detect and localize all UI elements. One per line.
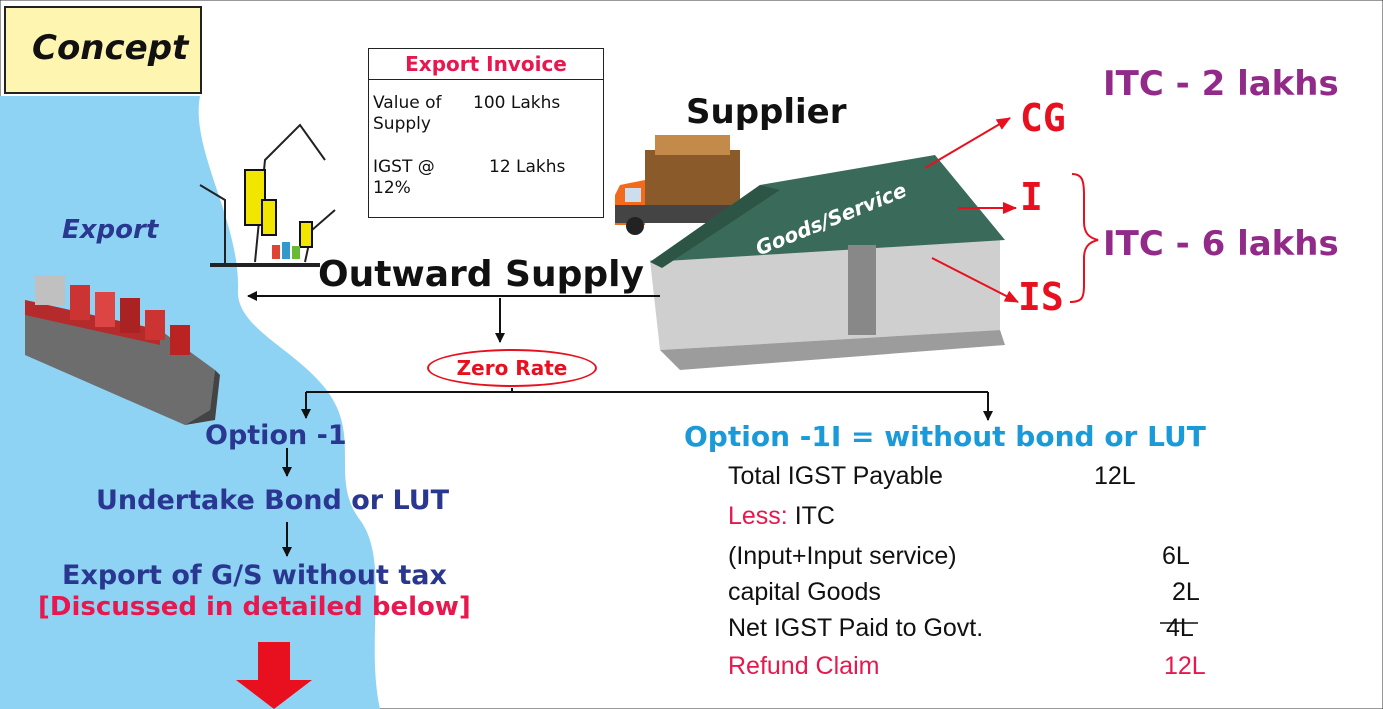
option2-row-value: 12L bbox=[1164, 652, 1206, 680]
export-label: Export bbox=[62, 215, 159, 245]
warehouse-icon bbox=[650, 155, 1005, 370]
i-is-brace bbox=[1069, 173, 1099, 303]
is-label: IS bbox=[1018, 275, 1064, 319]
itc-label: ITC bbox=[794, 502, 835, 530]
less-label: Less: bbox=[728, 502, 788, 530]
option2-row-label: Net IGST Paid to Govt. bbox=[728, 614, 984, 642]
option2-row-label: Refund Claim bbox=[728, 652, 880, 680]
cg-label: CG bbox=[1020, 96, 1066, 140]
option2-row-value: 4L bbox=[1166, 614, 1194, 642]
option2-row-value: 12L bbox=[1094, 462, 1136, 490]
option1-step2: Export of G/S without tax bbox=[62, 560, 447, 591]
i-label: I bbox=[1020, 175, 1043, 219]
itc-cg-label: ITC - 2 lakhs bbox=[1103, 64, 1339, 104]
cargo-ship-icon bbox=[25, 275, 220, 425]
is-arrow bbox=[931, 257, 1019, 303]
invoice-title: Export Invoice bbox=[369, 49, 603, 80]
invoice-row-value: 100 Lakhs bbox=[473, 93, 561, 113]
option2-row-value: 6L bbox=[1162, 542, 1190, 570]
option1-step1: Undertake Bond or LUT bbox=[96, 485, 450, 516]
option2-row-label: capital Goods bbox=[728, 578, 881, 606]
outward-supply-label: Outward Supply bbox=[318, 254, 644, 295]
concept-label: Concept bbox=[4, 6, 202, 94]
invoice-row-label: IGST @ 12% bbox=[373, 157, 435, 198]
option2-row-label: Total IGST Payable bbox=[728, 462, 943, 490]
option1-title: Option -1 bbox=[205, 420, 347, 451]
zero-rate-label: Zero Rate bbox=[427, 349, 597, 387]
supplier-label: Supplier bbox=[686, 92, 847, 132]
export-invoice-box: Export Invoice Value of Supply 100 Lakhs… bbox=[368, 48, 604, 218]
option2-row-label: Less: ITC bbox=[728, 502, 835, 531]
port-cranes-icon bbox=[199, 123, 336, 267]
option1-note: [Discussed in detailed below] bbox=[38, 592, 471, 622]
invoice-row-label: Value of Supply bbox=[373, 93, 442, 134]
itc-i-is-label: ITC - 6 lakhs bbox=[1103, 224, 1339, 264]
invoice-row-value: 12 Lakhs bbox=[489, 157, 566, 177]
option2-title: Option -1I = without bond or LUT bbox=[684, 420, 1206, 453]
option2-row-label: (Input+Input service) bbox=[728, 542, 957, 570]
down-red-arrow bbox=[236, 642, 312, 709]
option2-row-value: 2L bbox=[1172, 578, 1200, 606]
cg-arrow bbox=[924, 117, 1011, 169]
